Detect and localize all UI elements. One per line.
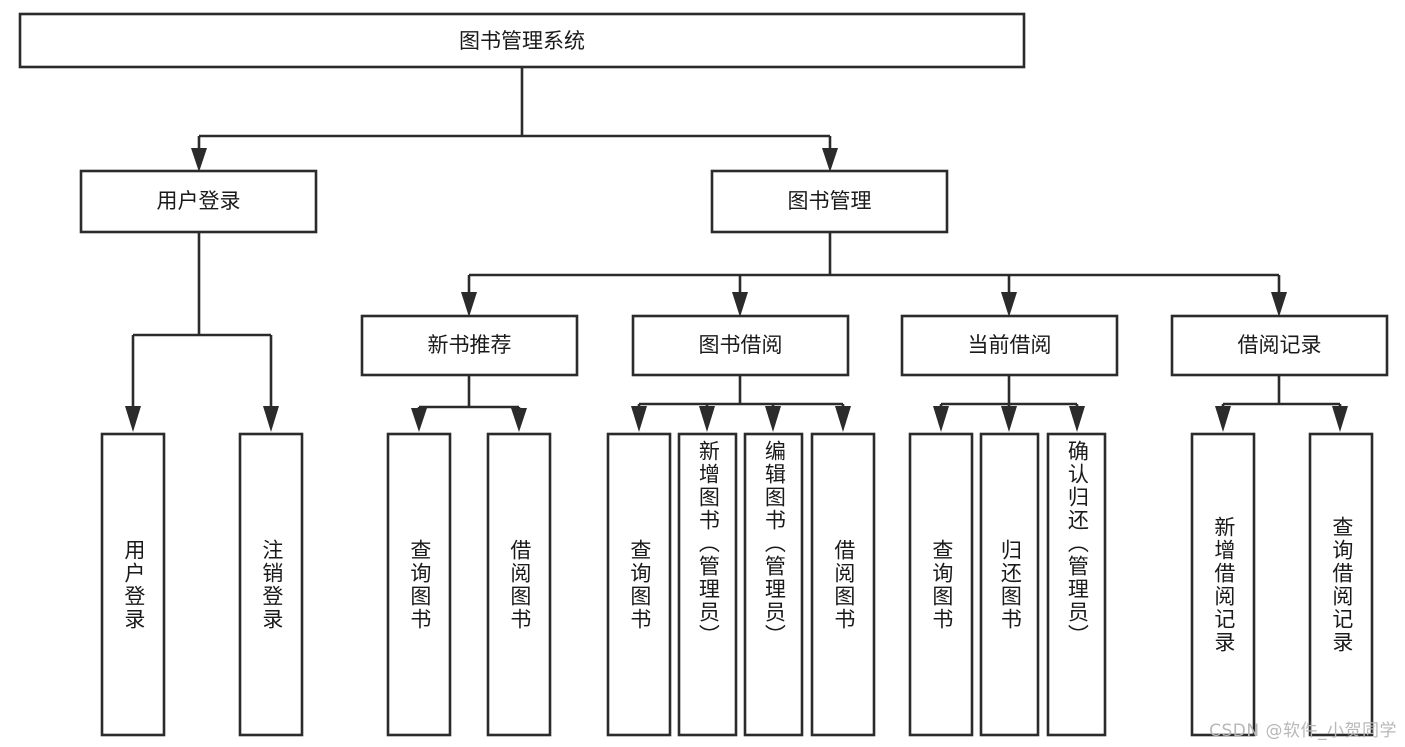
node-leaf-user-login[interactable] [100,432,166,737]
arrow-borrow-leaf4 [835,406,851,432]
arrow-to-userlogin [191,148,207,172]
node-leaf-query-book-nb[interactable] [386,432,452,737]
node-leaf-borrow-book-bb[interactable] [810,432,876,737]
node-leaf-return-book[interactable] [979,432,1040,737]
arrow-newbook-leaf2 [511,408,527,432]
node-current-borrow-label: 当前借阅 [968,333,1052,357]
arrow-userlogin-leaf2 [263,406,279,432]
arrow-borrow-leaf3 [765,406,781,432]
node-leaf-edit-book-admin[interactable] [743,432,804,737]
connector-group [125,67,1348,432]
node-root-label: 图书管理系统 [459,29,585,53]
arrow-to-record [1271,292,1287,317]
arrow-record-leaf1 [1215,406,1231,432]
arrow-to-bookmgmt [822,148,838,172]
arrow-current-leaf2 [1001,406,1017,432]
arrow-record-leaf2 [1332,406,1348,432]
node-user-login-label: 用户登录 [157,189,241,213]
node-user-login[interactable] [79,169,318,234]
arrow-newbook-leaf1 [411,408,427,432]
node-borrow-record[interactable] [1170,314,1389,377]
node-new-book-recommend[interactable] [360,314,579,377]
arrow-current-leaf1 [933,406,949,432]
node-leaf-query-borrow-record[interactable] [1308,432,1374,737]
node-leaf-add-book-admin[interactable] [677,432,738,737]
arrow-current-leaf3 [1069,406,1085,432]
arrow-to-newbook [461,292,477,317]
node-book-management[interactable] [710,169,949,234]
node-current-borrow[interactable] [900,314,1119,377]
node-leaf-borrow-book-nb[interactable] [486,432,552,737]
arrow-borrow-leaf1 [631,406,647,432]
node-book-borrow-label: 图书借阅 [699,333,783,357]
node-book-borrow[interactable] [631,314,850,377]
node-leaf-confirm-return-admin[interactable] [1046,432,1107,737]
node-new-book-recommend-label: 新书推荐 [428,333,512,357]
arrow-to-borrow [732,292,748,317]
node-root[interactable] [18,12,1026,69]
csdn-watermark: CSDN @软件_小贺同学 [1209,721,1397,741]
node-borrow-record-label: 借阅记录 [1238,333,1322,357]
arrow-to-current [1001,292,1017,317]
arrow-borrow-leaf2 [699,406,715,432]
node-leaf-query-book-bb[interactable] [606,432,672,737]
node-leaf-add-borrow-record[interactable] [1190,432,1256,737]
node-book-management-label: 图书管理 [788,189,872,213]
node-leaf-logout[interactable] [238,432,304,737]
arrow-userlogin-leaf1 [125,406,141,432]
node-leaf-query-book-cb[interactable] [908,432,974,737]
